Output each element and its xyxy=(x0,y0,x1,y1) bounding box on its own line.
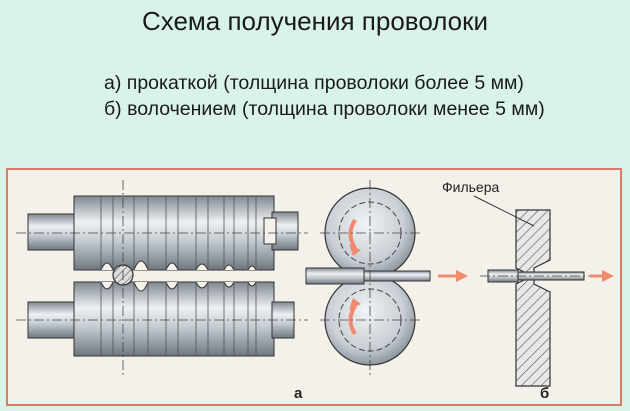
die-body xyxy=(515,209,551,387)
method-list: а) прокаткой (толщина проволоки более 5 … xyxy=(104,70,545,122)
wire-out xyxy=(363,270,431,282)
label-filiera: Фильера xyxy=(442,179,499,195)
wire-production-diagram: Фильера а б xyxy=(6,168,622,406)
rolling-side-view xyxy=(305,180,468,378)
lower-roll xyxy=(27,281,295,357)
label-b: б xyxy=(540,385,549,402)
drawing-die: Фильера xyxy=(442,179,614,387)
method-rolling: а) прокаткой (толщина проволоки более 5 … xyxy=(104,72,524,94)
slide-title: Схема получения проволоки xyxy=(141,6,489,36)
rotation-arrow-lower-icon xyxy=(348,304,357,336)
rotation-arrow-upper-icon xyxy=(348,218,357,250)
wire-in xyxy=(305,267,365,285)
rolling-rolls xyxy=(16,180,308,378)
method-drawing: б) волочением (толщина проволоки менее 5… xyxy=(104,98,545,120)
wire-production-figure: Фильера а б xyxy=(6,168,622,406)
label-a: а xyxy=(294,385,303,402)
